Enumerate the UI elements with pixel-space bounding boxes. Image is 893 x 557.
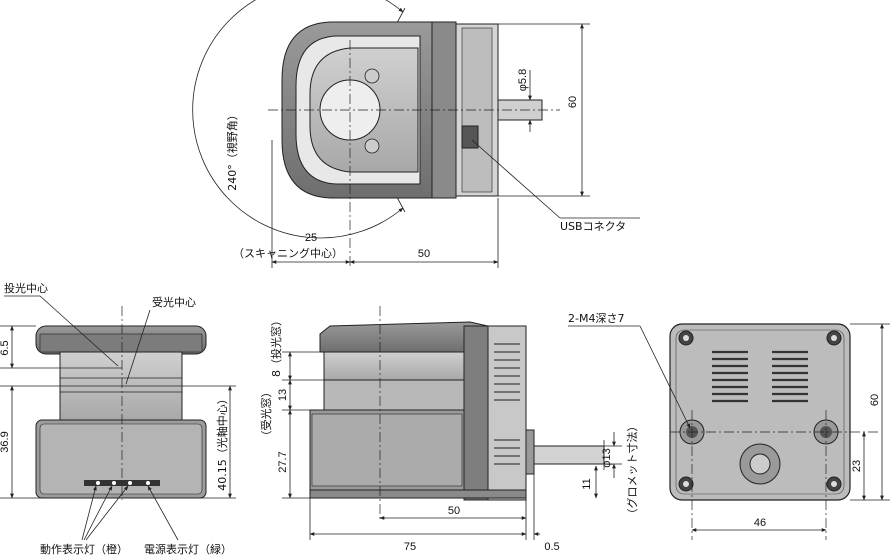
power-led-label: 電源表示灯（緑） — [144, 542, 232, 556]
top-view: 240°（視野角） φ5.8 60 USBコネクタ 25 （スキャニング中心） … — [192, 0, 640, 268]
viewing-angle-label: 240°（視野角） — [225, 109, 239, 191]
vent-slots — [712, 350, 808, 403]
side-view: 8（投光窓） 13 （受光窓） 27.7 50 75 0.5 11 φ13 （グ… — [259, 306, 639, 553]
dim-optical-axis-label: 40.15（光軸中心） — [215, 393, 229, 491]
power-led-icon — [146, 481, 150, 485]
scan-center-value: 25 — [305, 232, 317, 244]
dim-75-label: 75 — [404, 541, 416, 553]
dim-50-label: 50 — [448, 505, 460, 517]
dim-emit-window-label: 8（投光窓） — [269, 315, 283, 377]
vent-panel — [487, 325, 527, 501]
action-led-label: 動作表示灯（橙） — [40, 542, 128, 556]
rear-23-label: 23 — [851, 460, 863, 472]
dim-height-label: 36.9 — [0, 431, 11, 452]
rear-plate — [669, 323, 851, 501]
side-cap — [319, 321, 489, 353]
depth-label: 50 — [418, 248, 430, 260]
rear-height-label: 60 — [869, 394, 881, 406]
side-cable — [533, 445, 605, 465]
receive-window-label: （受光窓） — [259, 387, 273, 442]
cable-diameter-label: φ13 — [601, 448, 613, 467]
corner-screw-icon — [678, 330, 842, 492]
hole-label: 2-M4深さ7 — [568, 312, 624, 325]
usb-connector — [461, 125, 479, 149]
grommet-label: （グロメット寸法） — [625, 421, 639, 520]
grommet — [525, 429, 535, 475]
emitter-center-label: 投光中心 — [4, 281, 48, 295]
height-label: 60 — [567, 96, 579, 108]
mount-hole-icon — [364, 138, 380, 154]
mount-hole-icon — [364, 68, 380, 84]
dim-13-label: 13 — [277, 389, 289, 401]
diameter-label: φ5.8 — [517, 69, 529, 91]
action-led-icon — [128, 481, 132, 485]
action-led-icon — [112, 481, 116, 485]
dim-11-label: 11 — [581, 478, 593, 489]
scan-center-label: （スキャニング中心） — [233, 246, 343, 260]
front-view: 投光中心 受光中心 6.5 36.9 40.15（光軸中心） 動作表示灯（橙） … — [0, 281, 236, 556]
rear-width-label: 46 — [754, 517, 766, 529]
action-led-icon — [96, 481, 100, 485]
dim-277-label: 27.7 — [277, 451, 289, 472]
connector-label: USBコネクタ — [560, 220, 626, 233]
viewing-angle-arc — [192, 0, 404, 239]
dim-top-label: 6.5 — [0, 340, 11, 355]
dim-05-label: 0.5 — [544, 541, 559, 553]
receiver-center-label: 受光中心 — [152, 295, 196, 309]
rear-view: 2-M4深さ7 60 23 46 — [568, 312, 890, 540]
